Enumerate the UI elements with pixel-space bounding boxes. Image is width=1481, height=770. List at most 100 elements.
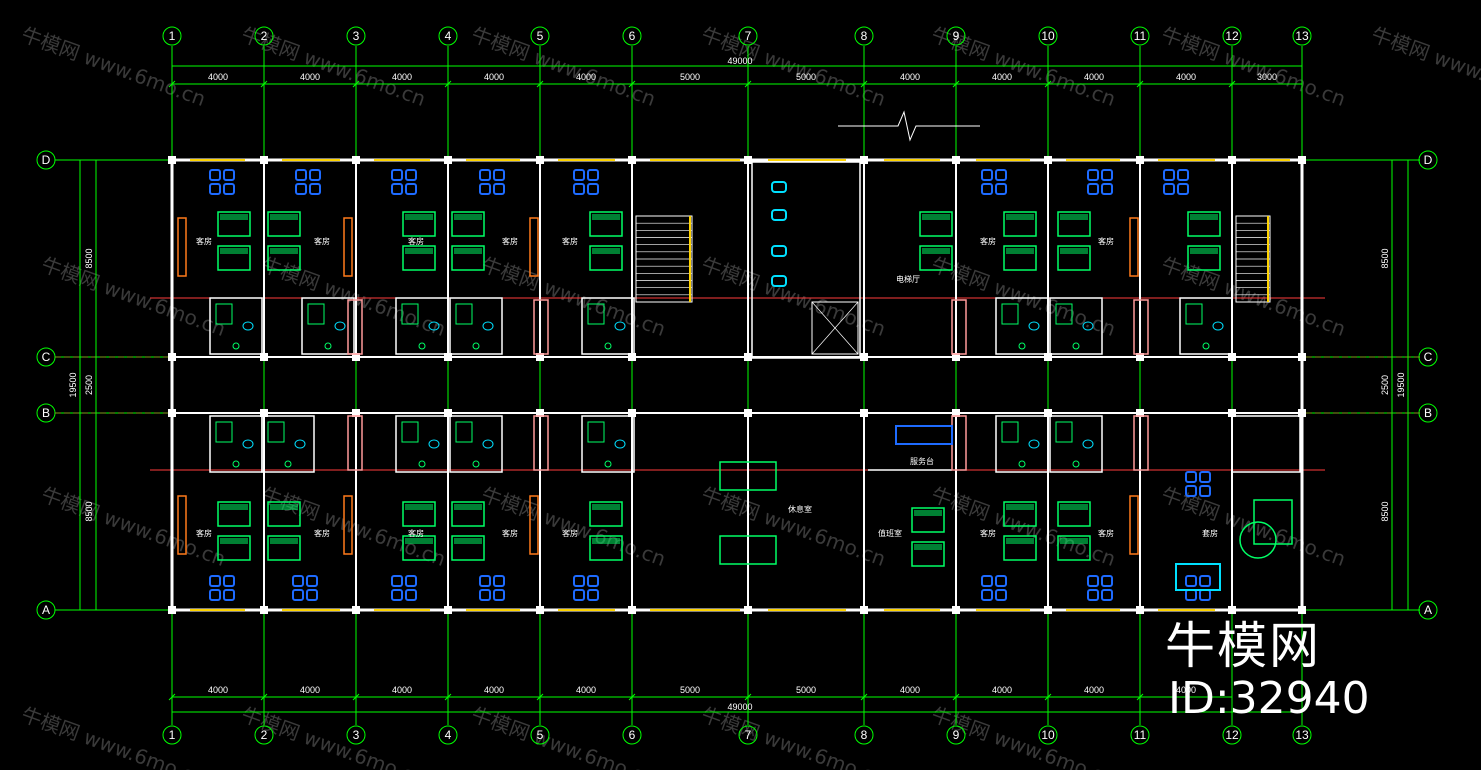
dim-bottom-span: 4000	[300, 685, 320, 695]
toilet	[1082, 321, 1094, 331]
pillow	[1060, 248, 1088, 254]
bed	[911, 507, 945, 533]
toilet	[1028, 439, 1040, 449]
dim-bottom-span: 4000	[576, 685, 596, 695]
lounge-chair	[573, 169, 585, 181]
wc-fixture	[771, 275, 787, 287]
lounge-chair	[573, 183, 585, 195]
axis-label-x-11: 11	[1134, 29, 1147, 43]
sink	[1018, 460, 1026, 468]
lounge-chair	[391, 589, 403, 601]
column	[1136, 606, 1144, 614]
dim-bottom-span: 4000	[900, 685, 920, 695]
dim-tick	[352, 693, 360, 701]
column	[1044, 156, 1052, 164]
dim-tick	[168, 693, 176, 701]
axis-bubble	[346, 725, 366, 745]
axis-label-y-A: A	[1424, 603, 1432, 617]
axis-bubble	[1222, 725, 1242, 745]
bed	[1057, 211, 1091, 237]
lounge-chair	[1177, 169, 1189, 181]
room-label-bedroom: 客房	[314, 236, 330, 246]
axis-label-x-12: 12	[1225, 29, 1239, 43]
lounge-chair	[479, 169, 491, 181]
bathtub	[587, 303, 605, 325]
axis-bubble	[36, 600, 56, 620]
room-label-duty-room: 值班室	[878, 528, 902, 538]
lounge-chair	[479, 183, 491, 195]
axis-bubble	[530, 26, 550, 46]
axis-label-x-9: 9	[953, 29, 960, 43]
column	[952, 606, 960, 614]
axis-bubble	[946, 26, 966, 46]
column	[1136, 409, 1144, 417]
axis-bubble	[854, 725, 874, 745]
bed	[267, 535, 301, 561]
axis-label-x-2: 2	[261, 728, 268, 742]
axis-bubble	[1292, 26, 1312, 46]
pillow	[405, 504, 433, 510]
room-label-bedroom: 客房	[502, 528, 518, 538]
bathroom	[395, 415, 449, 473]
bathroom	[581, 297, 635, 355]
wardrobe	[347, 415, 363, 471]
room-label-lounge: 休息室	[788, 504, 812, 514]
lounge-chair	[1185, 589, 1197, 601]
axis-label-x-12: 12	[1225, 728, 1239, 742]
sink	[1072, 460, 1080, 468]
pillow	[405, 538, 433, 544]
room-label-bedroom: 客房	[980, 236, 996, 246]
column	[260, 353, 268, 361]
wardrobe	[1133, 415, 1149, 471]
pillow	[592, 538, 620, 544]
column	[352, 409, 360, 417]
axis-label-x-2: 2	[261, 29, 268, 43]
bed	[267, 211, 301, 237]
axis-bubble	[1038, 26, 1058, 46]
axis-label-x-3: 3	[353, 29, 360, 43]
watermark-text: 牛模网 www.6mo.cn	[478, 252, 669, 341]
axis-label-x-13: 13	[1295, 29, 1309, 43]
pillow	[922, 214, 950, 220]
bathroom	[395, 297, 449, 355]
dim-left-total: 19500	[68, 372, 78, 397]
lounge-chair	[1087, 169, 1099, 181]
toilet	[614, 439, 626, 449]
dim-tick	[168, 80, 176, 88]
column	[1228, 353, 1236, 361]
column	[744, 606, 752, 614]
dim-total-top: 49000	[727, 56, 752, 66]
column	[1298, 156, 1306, 164]
axis-bubble	[530, 725, 550, 745]
column	[628, 156, 636, 164]
sink	[418, 342, 426, 350]
lounge-chair	[309, 169, 321, 181]
pillow	[270, 504, 298, 510]
lounge-chair	[391, 183, 403, 195]
bathtub	[1001, 421, 1019, 443]
lounge-chair	[479, 575, 491, 587]
room-label-bedroom: 客房	[502, 236, 518, 246]
axis-bubble	[438, 26, 458, 46]
dim-top-span: 4000	[992, 72, 1012, 82]
pillow	[220, 538, 248, 544]
dim-tick	[1044, 80, 1052, 88]
lounge-chair	[391, 169, 403, 181]
pillow	[592, 214, 620, 220]
column	[444, 409, 452, 417]
lounge-chair	[995, 183, 1007, 195]
lounge-chair	[309, 183, 321, 195]
column	[352, 156, 360, 164]
dim-top-span: 3000	[1257, 72, 1277, 82]
axis-bubble	[854, 26, 874, 46]
column	[744, 409, 752, 417]
lounge-chair	[1101, 169, 1113, 181]
sink	[472, 460, 480, 468]
pillow	[220, 214, 248, 220]
axis-bubble	[254, 26, 274, 46]
lounge-chair	[405, 169, 417, 181]
elevator-x	[811, 301, 859, 355]
toilet	[1082, 439, 1094, 449]
column	[1044, 353, 1052, 361]
dim-tick	[260, 80, 268, 88]
